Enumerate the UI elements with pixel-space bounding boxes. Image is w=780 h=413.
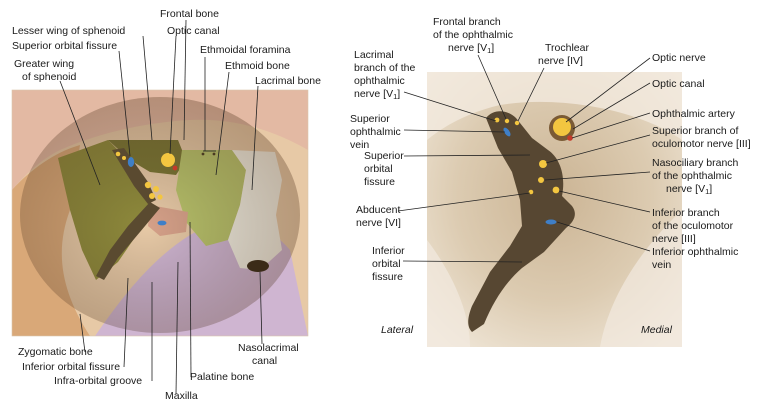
label-iov-1: Inferior ophthalmic xyxy=(652,246,738,258)
label-nasociliary-3: nerve [V1] xyxy=(666,183,712,196)
apex-lower-left-wall xyxy=(427,240,470,347)
label-nasociliary-2: of the ophthalmic xyxy=(652,170,732,182)
label-lacrimal-branch-1: Lacrimal xyxy=(354,49,394,61)
apex-upper-wall xyxy=(427,72,682,140)
label-maxilla: Maxilla xyxy=(165,390,198,402)
optic-nerve-shape xyxy=(553,118,571,136)
label-optic-canal-right: Optic canal xyxy=(652,78,705,90)
label-ethmoidal-foramina: Ethmoidal foramina xyxy=(200,44,291,56)
nerve-dot xyxy=(157,194,163,200)
vein-shape xyxy=(127,157,135,167)
apex-fissure-shape xyxy=(468,111,575,332)
superior-oculomotor-dot xyxy=(539,160,547,168)
label-lacrimal-bone: Lacrimal bone xyxy=(255,75,321,87)
label-inf-branch-2: of the oculomotor xyxy=(652,220,734,232)
label-zygomatic-bone: Zygomatic bone xyxy=(18,346,93,358)
nerve-dot xyxy=(149,193,155,199)
ethmoidal-foramen xyxy=(201,152,205,156)
label-superior-orbital-fissure-left: Superior orbital fissure xyxy=(12,40,117,52)
label-inferior-orbital-fissure-left: Inferior orbital fissure xyxy=(22,361,120,373)
label-inf-branch-3: nerve [III] xyxy=(652,233,696,245)
inferior-orbital-fissure-shape xyxy=(96,202,160,280)
nasociliary-dot xyxy=(538,177,544,183)
nasolacrimal-canal-shape xyxy=(247,260,269,272)
label-medial: Medial xyxy=(641,324,673,336)
label-iof-3: fissure xyxy=(372,271,403,283)
superior-orbital-fissure-shape xyxy=(112,148,156,204)
label-sof-2: orbital xyxy=(364,163,393,175)
label-lacrimal-branch-4: nerve [V1] xyxy=(354,88,400,101)
optic-canal-nerve xyxy=(161,153,175,167)
label-nasolacrimal-2: canal xyxy=(252,355,277,367)
label-sov-2: ophthalmic xyxy=(350,126,401,138)
label-ophthalmic-artery: Ophthalmic artery xyxy=(652,108,736,120)
label-lacrimal-branch-2: branch of the xyxy=(354,62,415,74)
label-lacrimal-branch-3: ophthalmic xyxy=(354,75,405,87)
inferior-ophthalmic-vein-shape xyxy=(545,219,557,225)
label-sov-3: vein xyxy=(350,139,369,151)
nerve-dot xyxy=(122,156,126,160)
lacrimal-nerve-dot xyxy=(494,117,500,123)
label-sof-1: Superior xyxy=(364,150,404,162)
label-trochlear-1: Trochlear xyxy=(545,42,589,54)
inferior-oculomotor-dot xyxy=(552,186,560,194)
label-sup-branch-oculomotor-2: oculomotor nerve [III] xyxy=(652,138,751,150)
vein-shape xyxy=(157,220,167,226)
label-nasolacrimal-1: Nasolacrimal xyxy=(238,342,299,354)
nerve-dot xyxy=(115,151,121,157)
label-optic-nerve: Optic nerve xyxy=(652,52,706,64)
label-sup-branch-oculomotor-1: Superior branch of xyxy=(652,125,738,137)
label-nasociliary-1: Nasociliary branch xyxy=(652,157,739,169)
abducent-dot xyxy=(528,189,534,195)
nerve-dot xyxy=(144,181,152,189)
label-frontal-branch-1: Frontal branch xyxy=(433,16,501,28)
label-frontal-bone: Frontal bone xyxy=(160,8,219,20)
left-panel-frame xyxy=(11,89,309,337)
label-sof-3: fissure xyxy=(364,176,395,188)
label-frontal-branch-3: nerve [V1] xyxy=(448,42,494,55)
label-frontal-branch-2: of the ophthalmic xyxy=(433,29,513,41)
bony-orbit-panel xyxy=(12,90,308,336)
label-abducent-1: Abducent xyxy=(356,204,400,216)
orbital-apex-panel xyxy=(427,72,682,347)
label-iof-2: orbital xyxy=(372,258,401,270)
label-optic-canal-left: Optic canal xyxy=(167,25,220,37)
label-iof-1: Inferior xyxy=(372,245,405,257)
label-infraorbital-groove: Infra-orbital groove xyxy=(54,375,142,387)
ophthalmic-artery-shape xyxy=(567,135,573,141)
right-leader-lines xyxy=(397,54,651,263)
label-iov-2: vein xyxy=(652,259,671,271)
label-lesser-wing-sphenoid: Lesser wing of sphenoid xyxy=(12,25,125,37)
label-greater-wing-1: Greater wing xyxy=(14,58,74,70)
frontal-nerve-dot xyxy=(504,118,510,124)
optic-canal-artery xyxy=(172,165,178,171)
label-lateral: Lateral xyxy=(381,324,414,336)
label-sov-1: Superior xyxy=(350,113,390,125)
label-abducent-2: nerve [VI] xyxy=(356,217,401,229)
label-trochlear-2: nerve [IV] xyxy=(538,55,583,67)
label-ethmoid-bone: Ethmoid bone xyxy=(225,60,290,72)
label-greater-wing-2: of sphenoid xyxy=(22,71,76,83)
ethmoidal-foramen xyxy=(212,152,216,156)
apex-lower-right-wall xyxy=(600,210,682,347)
orbit-socket-shade xyxy=(20,97,300,333)
label-inf-branch-1: Inferior branch xyxy=(652,207,720,219)
left-leader-lines xyxy=(59,19,263,395)
nerve-dot xyxy=(153,186,159,192)
trochlear-nerve-dot xyxy=(514,120,520,126)
superior-ophthalmic-vein-shape xyxy=(503,127,511,137)
label-palatine-bone: Palatine bone xyxy=(190,371,254,383)
